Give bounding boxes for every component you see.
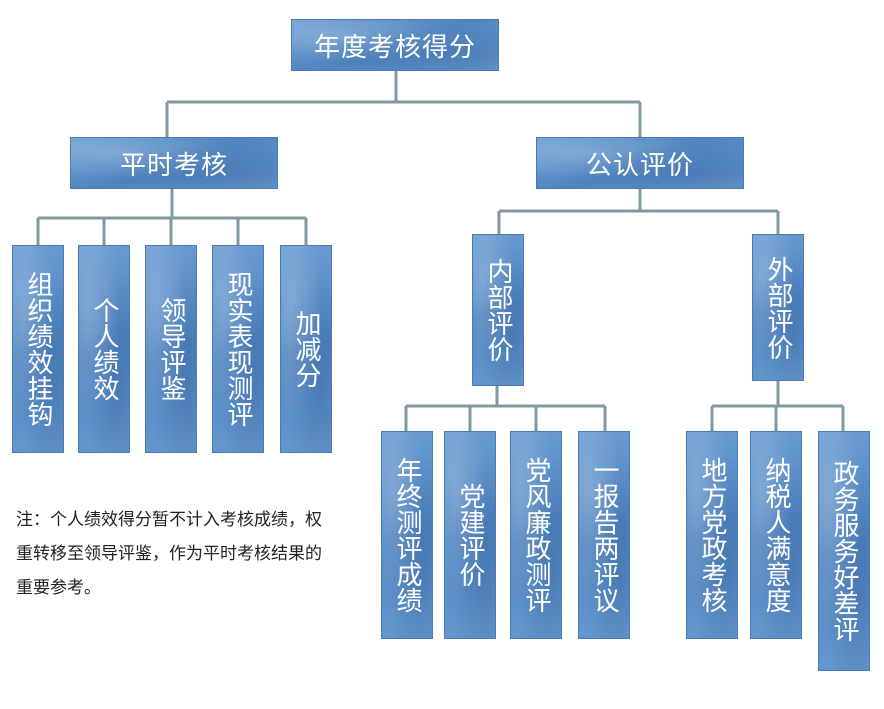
internal-evaluation-label: 内部评价 — [483, 258, 513, 362]
internal-item-label: 党风廉政测评 — [521, 457, 551, 613]
external-item-node: 纳税人满意度 — [750, 431, 802, 639]
external-item-node: 地方党政考核 — [686, 431, 738, 639]
regular-item-node: 现实表现测评 — [212, 245, 264, 453]
regular-assessment-label: 平时考核 — [119, 150, 228, 181]
regular-item-label: 领导评鉴 — [156, 297, 186, 401]
internal-item-label: 年终测评成绩 — [392, 457, 422, 613]
internal-item-node: 年终测评成绩 — [381, 431, 433, 639]
public-evaluation-label: 公认评价 — [585, 150, 694, 181]
internal-item-node: 党风廉政测评 — [510, 431, 562, 639]
regular-assessment-node: 平时考核 — [70, 137, 278, 189]
regular-item-node: 加减分 — [280, 245, 332, 453]
external-evaluation-label: 外部评价 — [763, 255, 793, 360]
public-evaluation-node: 公认评价 — [536, 137, 744, 189]
footnote: 注：个人绩效得分暂不计入考核成绩，权重转移至领导评鉴，作为平时考核结果的重要参考… — [16, 510, 322, 598]
internal-item-label: 一报告两评议 — [589, 457, 619, 613]
external-item-node: 政务服务好差评 — [818, 431, 870, 671]
internal-item-label: 党建评价 — [455, 483, 485, 587]
internal-item-node: 党建评价 — [444, 431, 496, 639]
regular-item-label: 加减分 — [291, 310, 321, 388]
internal-item-node: 一报告两评议 — [578, 431, 630, 639]
regular-item-node: 领导评鉴 — [145, 245, 197, 453]
regular-item-node: 个人绩效 — [78, 245, 130, 453]
internal-evaluation-node: 内部评价 — [472, 234, 524, 386]
external-item-label: 纳税人满意度 — [761, 457, 791, 613]
external-evaluation-node: 外部评价 — [752, 234, 804, 381]
root-node: 年度考核得分 — [291, 19, 499, 71]
regular-item-label: 组织绩效挂钩 — [23, 271, 53, 427]
regular-item-label: 个人绩效 — [89, 297, 119, 401]
regular-item-node: 组织绩效挂钩 — [12, 245, 64, 453]
regular-item-label: 现实表现测评 — [223, 271, 253, 427]
external-item-label: 政务服务好差评 — [829, 460, 859, 642]
external-item-label: 地方党政考核 — [697, 457, 727, 613]
root-label: 年度考核得分 — [313, 32, 476, 63]
